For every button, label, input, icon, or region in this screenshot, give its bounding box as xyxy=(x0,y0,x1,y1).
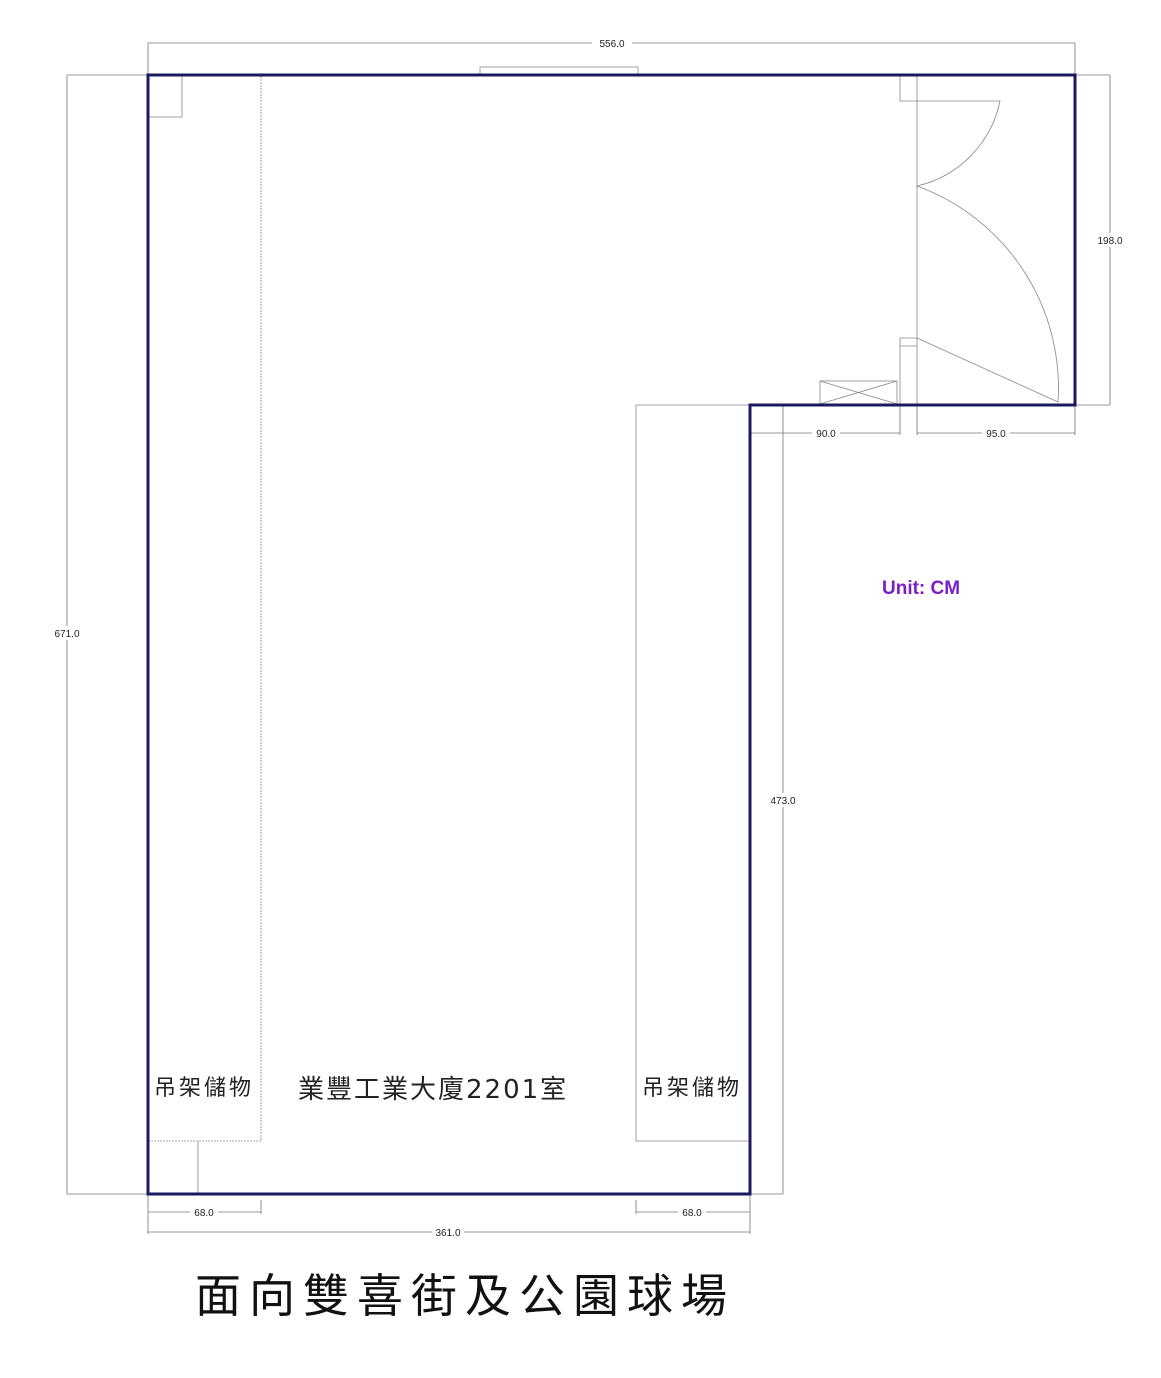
unit-note: Unit: CM xyxy=(882,578,960,599)
left-storage-shelf xyxy=(149,76,262,1142)
room-name-label: 業豐工業大廈2201室 xyxy=(298,1075,568,1105)
right-storage-shelf xyxy=(635,404,750,1142)
dimension-label-left: 671.0 xyxy=(54,629,79,640)
dimension-label-lower-right: 473.0 xyxy=(770,796,795,807)
dimension-label-top: 556.0 xyxy=(599,39,624,50)
dimension-label-step-b: 95.0 xyxy=(986,429,1006,440)
dimension-label-step-a: 90.0 xyxy=(816,429,836,440)
door-lower xyxy=(916,185,1059,403)
outer-wall xyxy=(146,73,1077,1196)
dimension-top: 556.0 xyxy=(147,36,1076,75)
interior-fixtures xyxy=(148,66,1059,1193)
dimension-step: 90.0 95.0 xyxy=(750,405,1076,440)
left-storage-label: 吊架儲物 xyxy=(154,1076,254,1101)
right-storage-label: 吊架儲物 xyxy=(642,1076,742,1101)
dimension-left: 671.0 xyxy=(50,74,148,1195)
dimension-label-bottom-left: 68.0 xyxy=(194,1208,214,1219)
dimension-lower-right: 473.0 xyxy=(750,405,799,1195)
utility-box xyxy=(819,380,898,405)
orientation-caption: 面向雙喜街及公園球場 xyxy=(195,1269,735,1323)
dimension-right-upper: 198.0 xyxy=(1075,74,1126,406)
dimension-label-right-upper: 198.0 xyxy=(1097,236,1122,247)
column xyxy=(148,75,183,118)
door-upper xyxy=(916,100,1001,187)
dimension-label-bottom-total: 361.0 xyxy=(435,1228,460,1239)
dimension-label-bottom-right: 68.0 xyxy=(682,1208,702,1219)
dimension-bottom: 68.0 68.0 361.0 xyxy=(147,1194,751,1239)
